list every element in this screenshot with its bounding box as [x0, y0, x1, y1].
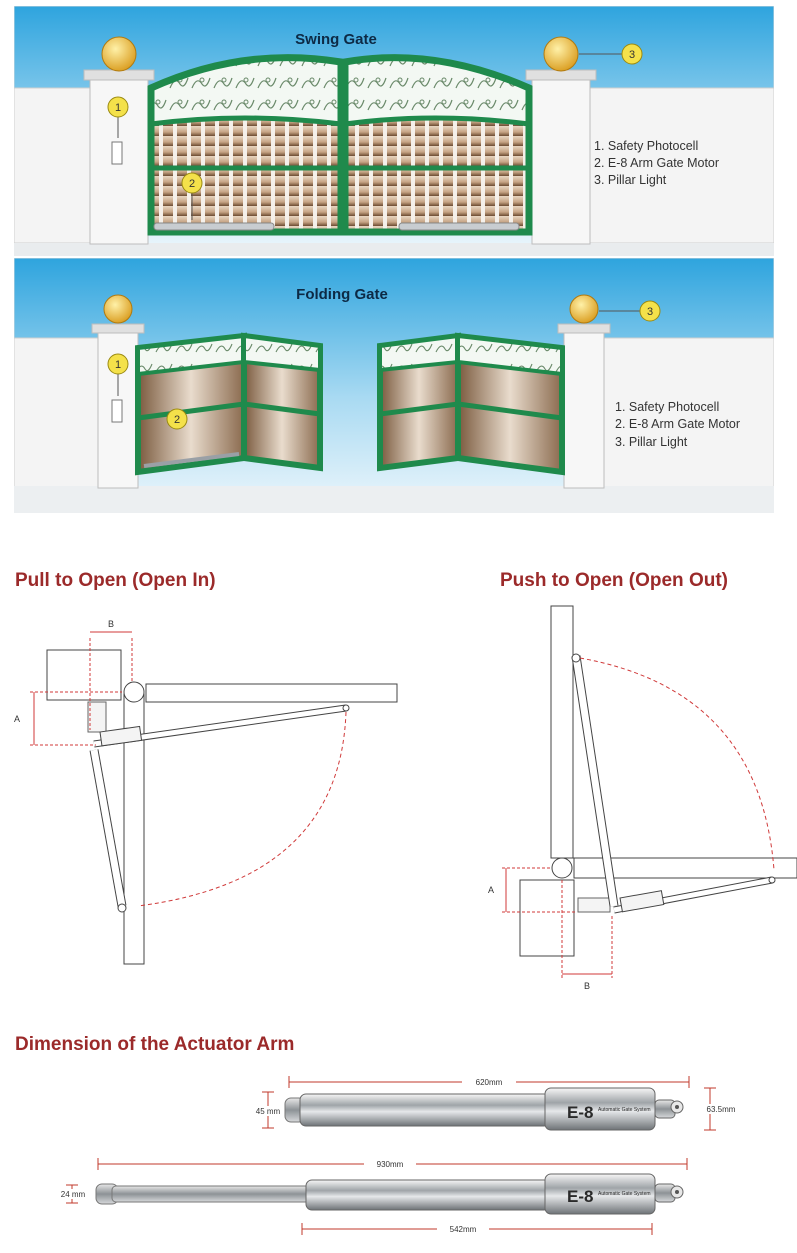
svg-text:B: B [108, 619, 114, 629]
pull-to-open-heading: Pull to Open (Open In) [15, 570, 216, 591]
svg-text:2: 2 [174, 414, 180, 426]
pillar-light-right [543, 36, 579, 72]
dimension-b: B [89, 619, 133, 730]
dimension-a: A [14, 691, 122, 746]
brand-sublabel: Automatic Gate System [598, 1191, 651, 1197]
callout-1: 1 [107, 96, 129, 138]
svg-text:620mm: 620mm [476, 1078, 503, 1087]
swing-gate-right-leaf [341, 54, 533, 236]
actuator-arm-closed [613, 876, 776, 914]
gate-motor-arm-right [398, 222, 520, 231]
pillar-light-left [101, 36, 137, 72]
folding-gate-panel: Folding Gate 1 2 3 1. Safety Photocell 2… [14, 258, 774, 513]
arm1-height-dimension: 63.5mm [700, 1087, 742, 1131]
gate-motor-arm-left [153, 222, 275, 231]
folding-gate-left [135, 332, 323, 476]
brand-label: E-8 [567, 1103, 593, 1122]
arm2-diameter-dimension: 24 mm [56, 1184, 90, 1204]
svg-text:3: 3 [629, 49, 635, 61]
brand-label: E-8 [567, 1187, 593, 1206]
actuator-arm-closed [93, 704, 350, 748]
svg-text:1. Safety Photocell: 1. Safety Photocell [615, 400, 719, 414]
arm2-stroke-dimension: 542mm [301, 1223, 653, 1235]
swing-gate-title: Swing Gate [295, 31, 377, 48]
callout-2: 2 [181, 172, 203, 220]
dimension-b: B [561, 880, 613, 991]
svg-text:1. Safety Photocell: 1. Safety Photocell [594, 139, 698, 153]
callout-2: 2 [166, 408, 188, 430]
pillar-light-left [103, 294, 133, 324]
folding-legend: 1. Safety Photocell 2. E-8 Arm Gate Moto… [615, 400, 740, 449]
pillar-light-right [569, 294, 599, 324]
svg-text:24 mm: 24 mm [61, 1190, 86, 1199]
actuator-dimensions: E-8 Automatic Gate System 620mm 45 mm 63… [56, 1076, 742, 1235]
svg-text:2: 2 [189, 178, 195, 190]
callout-3: 3 [579, 43, 643, 65]
actuator-arm-open [89, 749, 127, 913]
actuator-arm-open [571, 653, 619, 907]
svg-text:A: A [14, 714, 20, 724]
svg-text:2. E-8 Arm Gate Motor: 2. E-8 Arm Gate Motor [615, 417, 740, 431]
swing-arc [137, 711, 347, 907]
svg-text:1: 1 [115, 102, 121, 114]
svg-text:B: B [584, 981, 590, 991]
arm1-length-dimension: 620mm [288, 1076, 690, 1088]
svg-text:3: 3 [647, 306, 653, 318]
folding-gate-right [377, 332, 565, 476]
push-to-open-diagram: A B [488, 605, 797, 991]
svg-text:1: 1 [115, 359, 121, 371]
callout-3: 3 [599, 300, 661, 322]
pull-to-open-diagram: B A [14, 619, 398, 965]
arm2-length-dimension: 930mm [97, 1158, 688, 1170]
svg-text:542mm: 542mm [450, 1225, 477, 1234]
svg-text:A: A [488, 885, 494, 895]
swing-legend: 1. Safety Photocell 2. E-8 Arm Gate Moto… [594, 139, 719, 187]
svg-text:3. Pillar Light: 3. Pillar Light [615, 435, 688, 449]
swing-gate-left-leaf [147, 54, 345, 236]
svg-text:930mm: 930mm [377, 1160, 404, 1169]
callout-1: 1 [107, 353, 129, 396]
brand-sublabel: Automatic Gate System [598, 1107, 651, 1113]
push-to-open-heading: Push to Open (Open Out) [500, 570, 728, 591]
actuator-arm-extended: E-8 Automatic Gate System [95, 1173, 684, 1215]
svg-text:2. E-8 Arm Gate Motor: 2. E-8 Arm Gate Motor [594, 156, 719, 170]
svg-text:45 mm: 45 mm [256, 1107, 281, 1116]
folding-gate-title: Folding Gate [296, 286, 388, 303]
swing-arc [579, 657, 775, 871]
arm1-diameter-dimension: 45 mm [250, 1091, 284, 1129]
actuator-heading: Dimension of the Actuator Arm [15, 1034, 295, 1055]
swing-gate-panel: Swing Gate 1 2 3 1. Safety Photocell 2. … [14, 6, 774, 256]
svg-text:63.5mm: 63.5mm [707, 1105, 736, 1114]
actuator-arm-retracted: E-8 Automatic Gate System [284, 1087, 684, 1131]
dimension-a: A [488, 867, 576, 913]
svg-text:3. Pillar Light: 3. Pillar Light [594, 173, 667, 187]
